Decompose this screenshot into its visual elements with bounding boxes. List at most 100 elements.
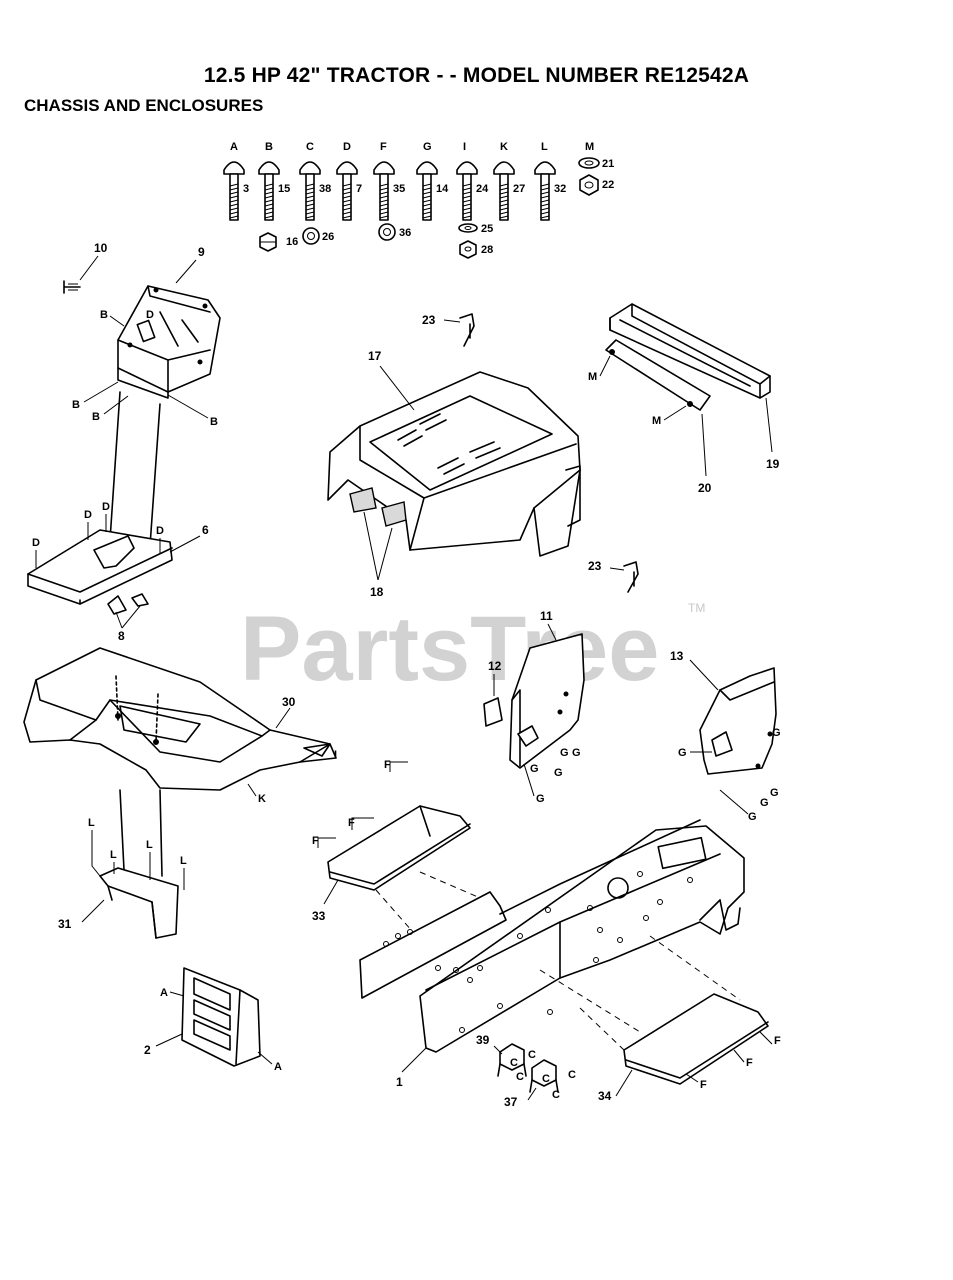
hardware-letter: D <box>343 141 351 153</box>
hardware-letter: I <box>463 141 466 153</box>
nut-36: 36 <box>378 223 411 241</box>
callout-39: 39 <box>476 1033 490 1047</box>
callout-13: 13 <box>670 649 684 663</box>
part-1-frame: 1 <box>359 819 745 1089</box>
part-37-clip: C C C 37 <box>504 1059 576 1109</box>
ref-G: G <box>530 763 539 775</box>
nut-label: 26 <box>322 231 334 243</box>
hardware-g: G 14 <box>416 141 449 221</box>
part-31-seat-bracket: L L L L 31 <box>58 789 187 939</box>
page-title: 12.5 HP 42" TRACTOR - - MODEL NUMBER RE1… <box>203 64 750 87</box>
ref-M: M <box>588 371 597 383</box>
callout-34: 34 <box>598 1089 612 1103</box>
hardware-number: 14 <box>436 183 449 195</box>
hardware-number: 15 <box>278 183 290 195</box>
hardware-number: 35 <box>393 183 405 195</box>
hardware-k: K 27 <box>493 141 525 221</box>
part-39-clip: C C C 39 <box>476 1033 536 1083</box>
ref-L: L <box>110 849 117 861</box>
hardware-row: A3 B 15 C 38 D7 F 35 G 14 I24 K 27 L 32 M21 <box>223 141 614 221</box>
callout-30: 30 <box>282 695 296 709</box>
callout-12: 12 <box>488 659 502 673</box>
hardware-letter: L <box>541 141 548 153</box>
ref-F: F <box>746 1057 753 1069</box>
part-19-bumper: 19 <box>609 303 780 471</box>
ref-D: D <box>102 501 110 513</box>
ref-F: F <box>384 759 391 771</box>
nut-label: 28 <box>481 244 493 256</box>
hardware-number: 3 <box>243 183 249 195</box>
hardware-letter: G <box>423 141 432 153</box>
ref-K: K <box>258 793 266 805</box>
hardware-letter: M <box>585 141 594 153</box>
hardware-b: B 15 <box>258 141 290 221</box>
hardware-m: M21 <box>578 141 614 170</box>
callout-9: 9 <box>198 245 205 259</box>
callout-31: 31 <box>58 917 72 931</box>
ref-D: D <box>156 525 164 537</box>
callout-1: 1 <box>396 1075 403 1089</box>
part-10-bolt: 10 <box>63 241 108 294</box>
nut-22: 22 <box>579 174 614 196</box>
hardware-letter: K <box>500 141 508 153</box>
ref-C: C <box>552 1089 560 1101</box>
ref-C: C <box>568 1069 576 1081</box>
hardware-letter: C <box>306 141 314 153</box>
part-23-hitch-pin-top: 23 <box>422 313 475 347</box>
ref-B: B <box>100 309 108 321</box>
ref-L: L <box>146 839 153 851</box>
ref-A: A <box>274 1061 282 1073</box>
ref-C: C <box>510 1057 518 1069</box>
nut-label: 16 <box>286 236 298 248</box>
hardware-a: A3 <box>223 141 249 221</box>
hardware-d: D7 <box>336 141 362 221</box>
nut-28: 28 <box>459 240 493 259</box>
ref-D: D <box>32 537 40 549</box>
callout-23b: 23 <box>588 559 602 573</box>
part-34-foot-pad: F F F 34 <box>598 993 781 1103</box>
watermark-tm: TM <box>688 601 705 615</box>
ref-G: G <box>772 727 781 739</box>
ref-G: G <box>560 747 569 759</box>
nuts-row: 16 26 36 25 28 22 <box>259 174 614 259</box>
callout-2: 2 <box>144 1043 151 1057</box>
hardware-number: 32 <box>554 183 566 195</box>
watermark: PartsTree <box>240 598 659 700</box>
ref-B: B <box>92 411 100 423</box>
callout-17: 17 <box>368 349 382 363</box>
ref-C: C <box>528 1049 536 1061</box>
ref-I: I <box>334 749 337 761</box>
part-33-foot-pad: F F F 33 <box>312 759 495 941</box>
ref-G: G <box>572 747 581 759</box>
hardware-number: 38 <box>319 183 331 195</box>
callout-6: 6 <box>202 523 209 537</box>
section-title: CHASSIS AND ENCLOSURES <box>24 96 264 115</box>
part-2-grille: A A 2 <box>144 967 282 1073</box>
nut-26: 26 <box>302 227 334 245</box>
ref-G: G <box>678 747 687 759</box>
callout-37: 37 <box>504 1095 518 1109</box>
hardware-f: F 35 <box>373 141 405 221</box>
hardware-letter: F <box>380 141 387 153</box>
nut-label: 25 <box>481 223 493 235</box>
ref-G: G <box>536 793 545 805</box>
callout-33: 33 <box>312 909 326 923</box>
hardware-letter: B <box>265 141 273 153</box>
callout-23a: 23 <box>422 313 436 327</box>
callout-8: 8 <box>118 629 125 643</box>
ref-B: B <box>210 416 218 428</box>
hardware-i: I24 <box>456 141 489 221</box>
frame-holes <box>383 871 693 1033</box>
ref-C: C <box>542 1073 550 1085</box>
part-17-hood: 17 18 <box>327 349 581 599</box>
nut-label: 22 <box>602 179 614 191</box>
ref-L: L <box>88 817 95 829</box>
hardware-c: C 38 <box>299 141 331 221</box>
hardware-number: 27 <box>513 183 525 195</box>
ref-D: D <box>146 309 154 321</box>
ref-F: F <box>774 1035 781 1047</box>
ref-G: G <box>770 787 779 799</box>
callout-19: 19 <box>766 457 780 471</box>
nut-16: 16 <box>259 232 298 252</box>
